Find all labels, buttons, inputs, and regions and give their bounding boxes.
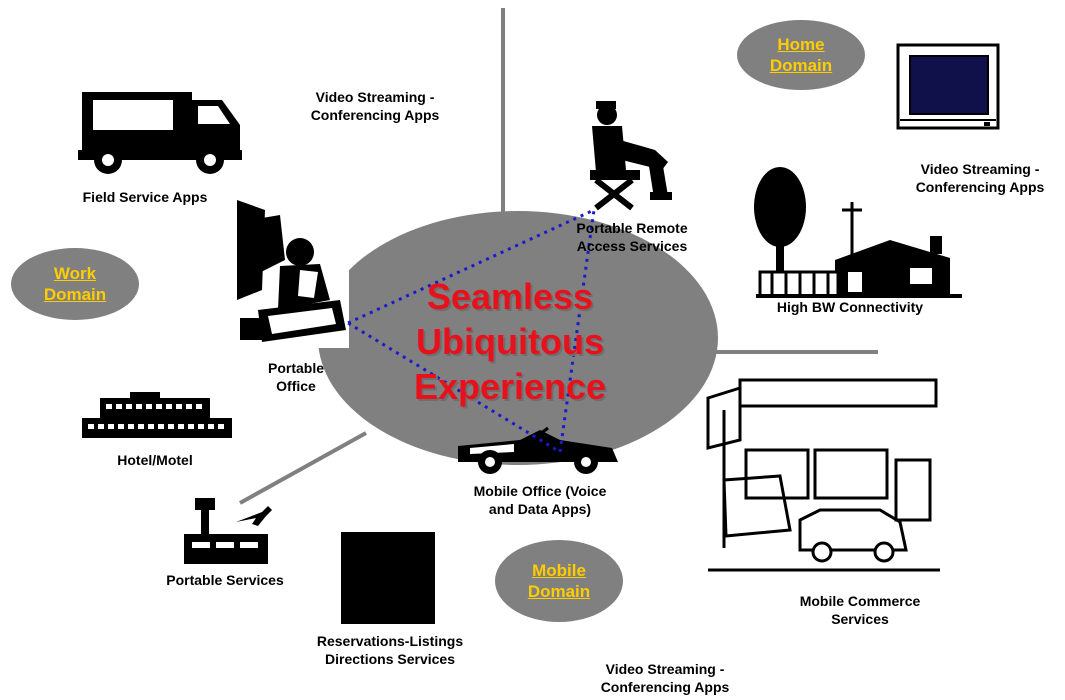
label-line: High BW Connectivity xyxy=(776,299,924,315)
label-line: Conferencing Apps xyxy=(310,107,440,123)
label-line: Mobile Office (Voice xyxy=(473,483,607,499)
label-line: Services xyxy=(831,611,889,627)
field-service-label: Field Service Apps xyxy=(60,188,230,206)
mobile-domain-line-1: Mobile xyxy=(532,561,586,580)
label-line: Video Streaming - xyxy=(920,161,1040,177)
label-line: Video Streaming - xyxy=(605,661,725,677)
center-title-line-3: Experience xyxy=(413,366,607,407)
label-line: Portable Remote xyxy=(576,220,688,236)
home-domain-line-2: Domain xyxy=(769,56,833,75)
label-line: Hotel/Motel xyxy=(117,452,193,468)
reservations-label: Reservations-Listings Directions Service… xyxy=(290,632,490,668)
work-domain-line-2: Domain xyxy=(43,285,107,304)
high-bw-label: High BW Connectivity xyxy=(750,298,950,316)
convertible-car-icon xyxy=(458,426,618,474)
divider-left xyxy=(239,431,367,505)
label-line: Video Streaming - xyxy=(315,89,435,105)
mobile-commerce-label: Mobile Commerce Services xyxy=(775,592,945,628)
label-line: Conferencing Apps xyxy=(600,679,730,695)
label-line: and Data Apps) xyxy=(488,501,592,517)
portable-office-person-icon xyxy=(237,198,349,348)
video-streaming-label-top: Video Streaming - Conferencing Apps xyxy=(290,88,460,124)
house-tree-icon xyxy=(754,167,962,298)
tv-monitor-icon xyxy=(896,43,1000,130)
portable-services-label: Portable Services xyxy=(150,571,300,589)
sitting-man-icon xyxy=(590,101,672,211)
label-line: Conferencing Apps xyxy=(915,179,1045,195)
reservations-square-icon xyxy=(341,532,435,624)
portable-office-label: Portable Office xyxy=(246,359,346,395)
delivery-truck-icon xyxy=(78,92,242,174)
work-domain-bubble[interactable]: Work Domain xyxy=(11,248,139,320)
airport-icon xyxy=(184,498,272,564)
video-streaming-label-bottom: Video Streaming - Conferencing Apps xyxy=(580,660,750,696)
center-title: Seamless Ubiquitous Experience xyxy=(355,274,665,409)
gas-station-icon xyxy=(706,378,940,572)
center-title-line-1: Seamless xyxy=(426,276,594,317)
center-title-line-2: Ubiquitous xyxy=(416,321,604,362)
mobile-domain-line-2: Domain xyxy=(527,582,591,601)
label-line: Field Service Apps xyxy=(82,189,208,205)
home-domain-bubble[interactable]: Home Domain xyxy=(737,20,865,90)
label-line: Portable Services xyxy=(166,572,284,588)
hotel-building-icon xyxy=(82,392,232,438)
mobile-office-label: Mobile Office (Voice and Data Apps) xyxy=(450,482,630,518)
connector-line xyxy=(347,207,596,455)
work-domain-line-1: Work xyxy=(53,264,97,283)
label-line: Office xyxy=(276,378,316,394)
hotel-label: Hotel/Motel xyxy=(100,451,210,469)
video-streaming-label-right: Video Streaming - Conferencing Apps xyxy=(895,160,1065,196)
label-line: Mobile Commerce xyxy=(799,593,921,609)
label-line: Access Services xyxy=(576,238,688,254)
label-line: Portable xyxy=(267,360,324,376)
mobile-domain-bubble[interactable]: Mobile Domain xyxy=(495,540,623,622)
home-domain-line-1: Home xyxy=(777,35,825,54)
label-line: Reservations-Listings xyxy=(316,633,464,649)
center-ellipse xyxy=(318,211,718,465)
portable-remote-label: Portable Remote Access Services xyxy=(552,219,712,255)
label-line: Directions Services xyxy=(325,651,455,667)
